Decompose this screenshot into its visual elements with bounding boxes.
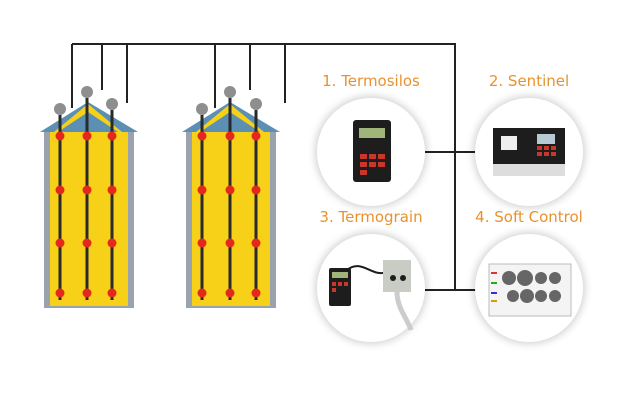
temperature-sensor: [197, 288, 207, 298]
grain-fill: [50, 130, 128, 306]
device-label-termograin: 3. Termograin: [319, 208, 423, 226]
controller-keypad-icon: [353, 120, 391, 182]
temperature-sensor: [107, 131, 117, 141]
cable-head-icon: [224, 86, 236, 98]
temperature-sensor: [82, 288, 92, 298]
main-bus-wire: [72, 43, 456, 290]
temperature-sensor: [55, 185, 65, 195]
device-label-termosilos: 1. Termosilos: [322, 72, 420, 90]
temperature-sensor: [107, 238, 117, 248]
temperature-sensor: [251, 131, 261, 141]
temperature-sensor: [107, 185, 117, 195]
wiring: [71, 43, 490, 291]
cable-head-icon: [250, 98, 262, 110]
temperature-sensor: [82, 131, 92, 141]
cable-head-icon: [196, 103, 208, 115]
temperature-sensor: [251, 288, 261, 298]
device-soft-control[interactable]: [475, 234, 583, 342]
temperature-sensor: [197, 131, 207, 141]
temperature-sensor: [225, 238, 235, 248]
device-termograin[interactable]: [317, 234, 425, 342]
temperature-sensor: [82, 238, 92, 248]
temperature-sensor: [197, 238, 207, 248]
device-sentinel[interactable]: [475, 98, 583, 206]
temperature-sensor: [251, 238, 261, 248]
temperature-sensor: [251, 185, 261, 195]
temperature-sensor: [55, 131, 65, 141]
temperature-sensor: [55, 238, 65, 248]
temperature-sensor: [225, 185, 235, 195]
software-screen-icon: [488, 263, 572, 317]
cable-head-icon: [54, 103, 66, 115]
temperature-sensor: [82, 185, 92, 195]
handheld-reader-icon: [329, 260, 414, 331]
temperature-sensor: [225, 288, 235, 298]
temperature-sensor: [225, 131, 235, 141]
temperature-sensor: [197, 185, 207, 195]
device-label-soft-control: 4. Soft Control: [475, 208, 583, 226]
printer-panel-icon: [493, 128, 565, 176]
cable-head-icon: [106, 98, 118, 110]
sensor-cables: [54, 86, 262, 300]
device-label-sentinel: 2. Sentinel: [488, 72, 570, 90]
temperature-sensor: [55, 288, 65, 298]
cable-head-icon: [81, 86, 93, 98]
temperature-sensor: [107, 288, 117, 298]
device-termosilos[interactable]: [317, 98, 425, 206]
